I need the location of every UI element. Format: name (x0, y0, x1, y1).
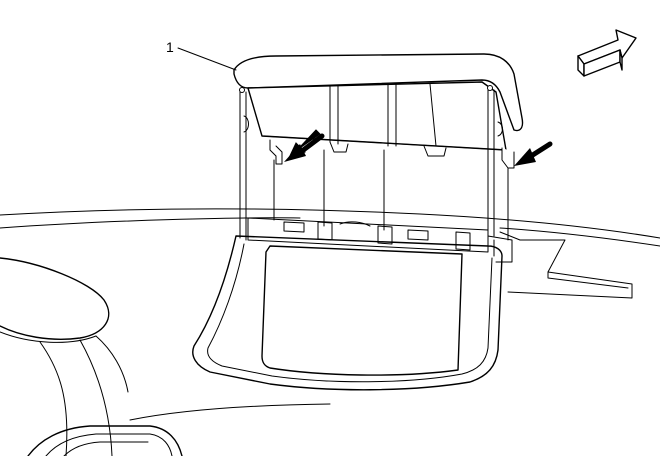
callout-1: 1 (166, 39, 237, 71)
right-retainer-arrow-icon (514, 141, 553, 166)
forward-direction-arrow-icon (577, 29, 637, 77)
trim-panel (233, 53, 524, 241)
display-housing (192, 217, 513, 391)
instrument-panel (0, 208, 660, 456)
left-retainer-arrow-icon (284, 129, 325, 162)
callout-number-1: 1 (166, 39, 174, 55)
